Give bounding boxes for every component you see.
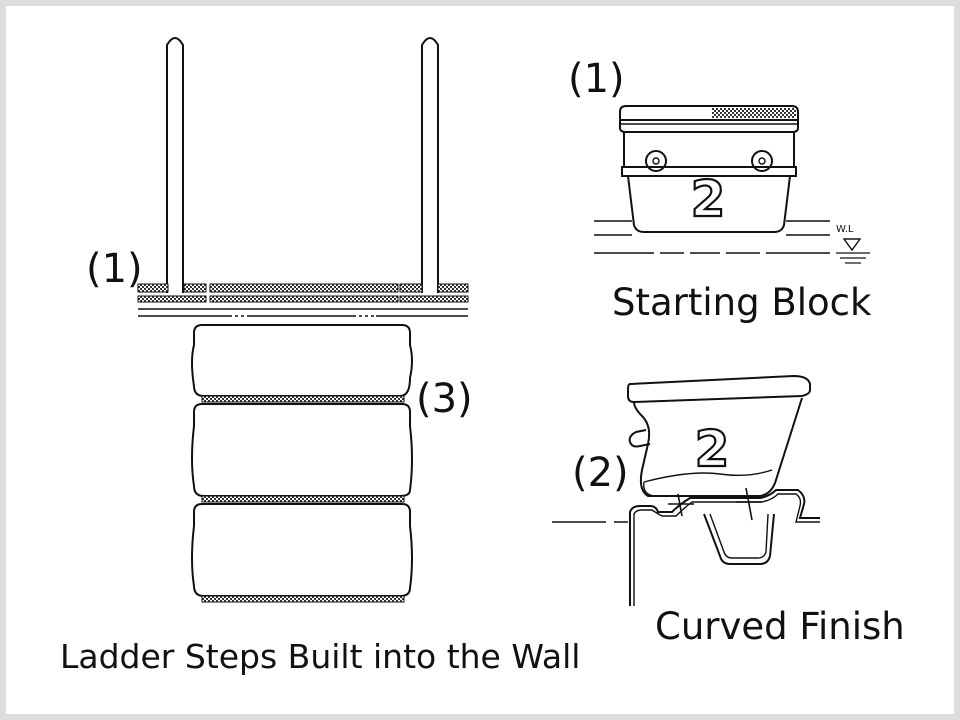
starting-block-diagram: (1) 2 W.L: [568, 56, 872, 324]
marker-curved-finish: (2): [572, 450, 629, 496]
ladder-handrail-left: [166, 37, 184, 293]
marker-ladder-handrail: (1): [86, 246, 143, 292]
curved-finish-diagram: (2) 2 Curved Finish: [552, 374, 905, 648]
water-level-label: W.L: [836, 224, 854, 235]
water-level-symbol: W.L: [836, 224, 870, 264]
ladder-handrail-right: [421, 37, 439, 293]
curved-finish-number-label: 2: [695, 420, 730, 478]
caption-ladder: Ladder Steps Built into the Wall: [60, 637, 580, 676]
ladder-diagram: (1) (3) Ladder Steps Built into the Wall: [60, 37, 580, 676]
gutter-profile: [552, 487, 820, 606]
caption-starting-block: Starting Block: [612, 281, 872, 324]
caption-curved-finish: Curved Finish: [655, 605, 905, 648]
block-number-label: 2: [691, 170, 726, 228]
ladder-step-1: [191, 324, 413, 403]
marker-ladder-steps: (3): [416, 376, 473, 422]
marker-block-top: (1): [568, 56, 625, 102]
pool-edge-lines: [594, 220, 830, 254]
ladder-step-2: [191, 403, 413, 503]
ladder-step-3: [191, 503, 413, 603]
pool-deck-edge: [137, 283, 469, 317]
